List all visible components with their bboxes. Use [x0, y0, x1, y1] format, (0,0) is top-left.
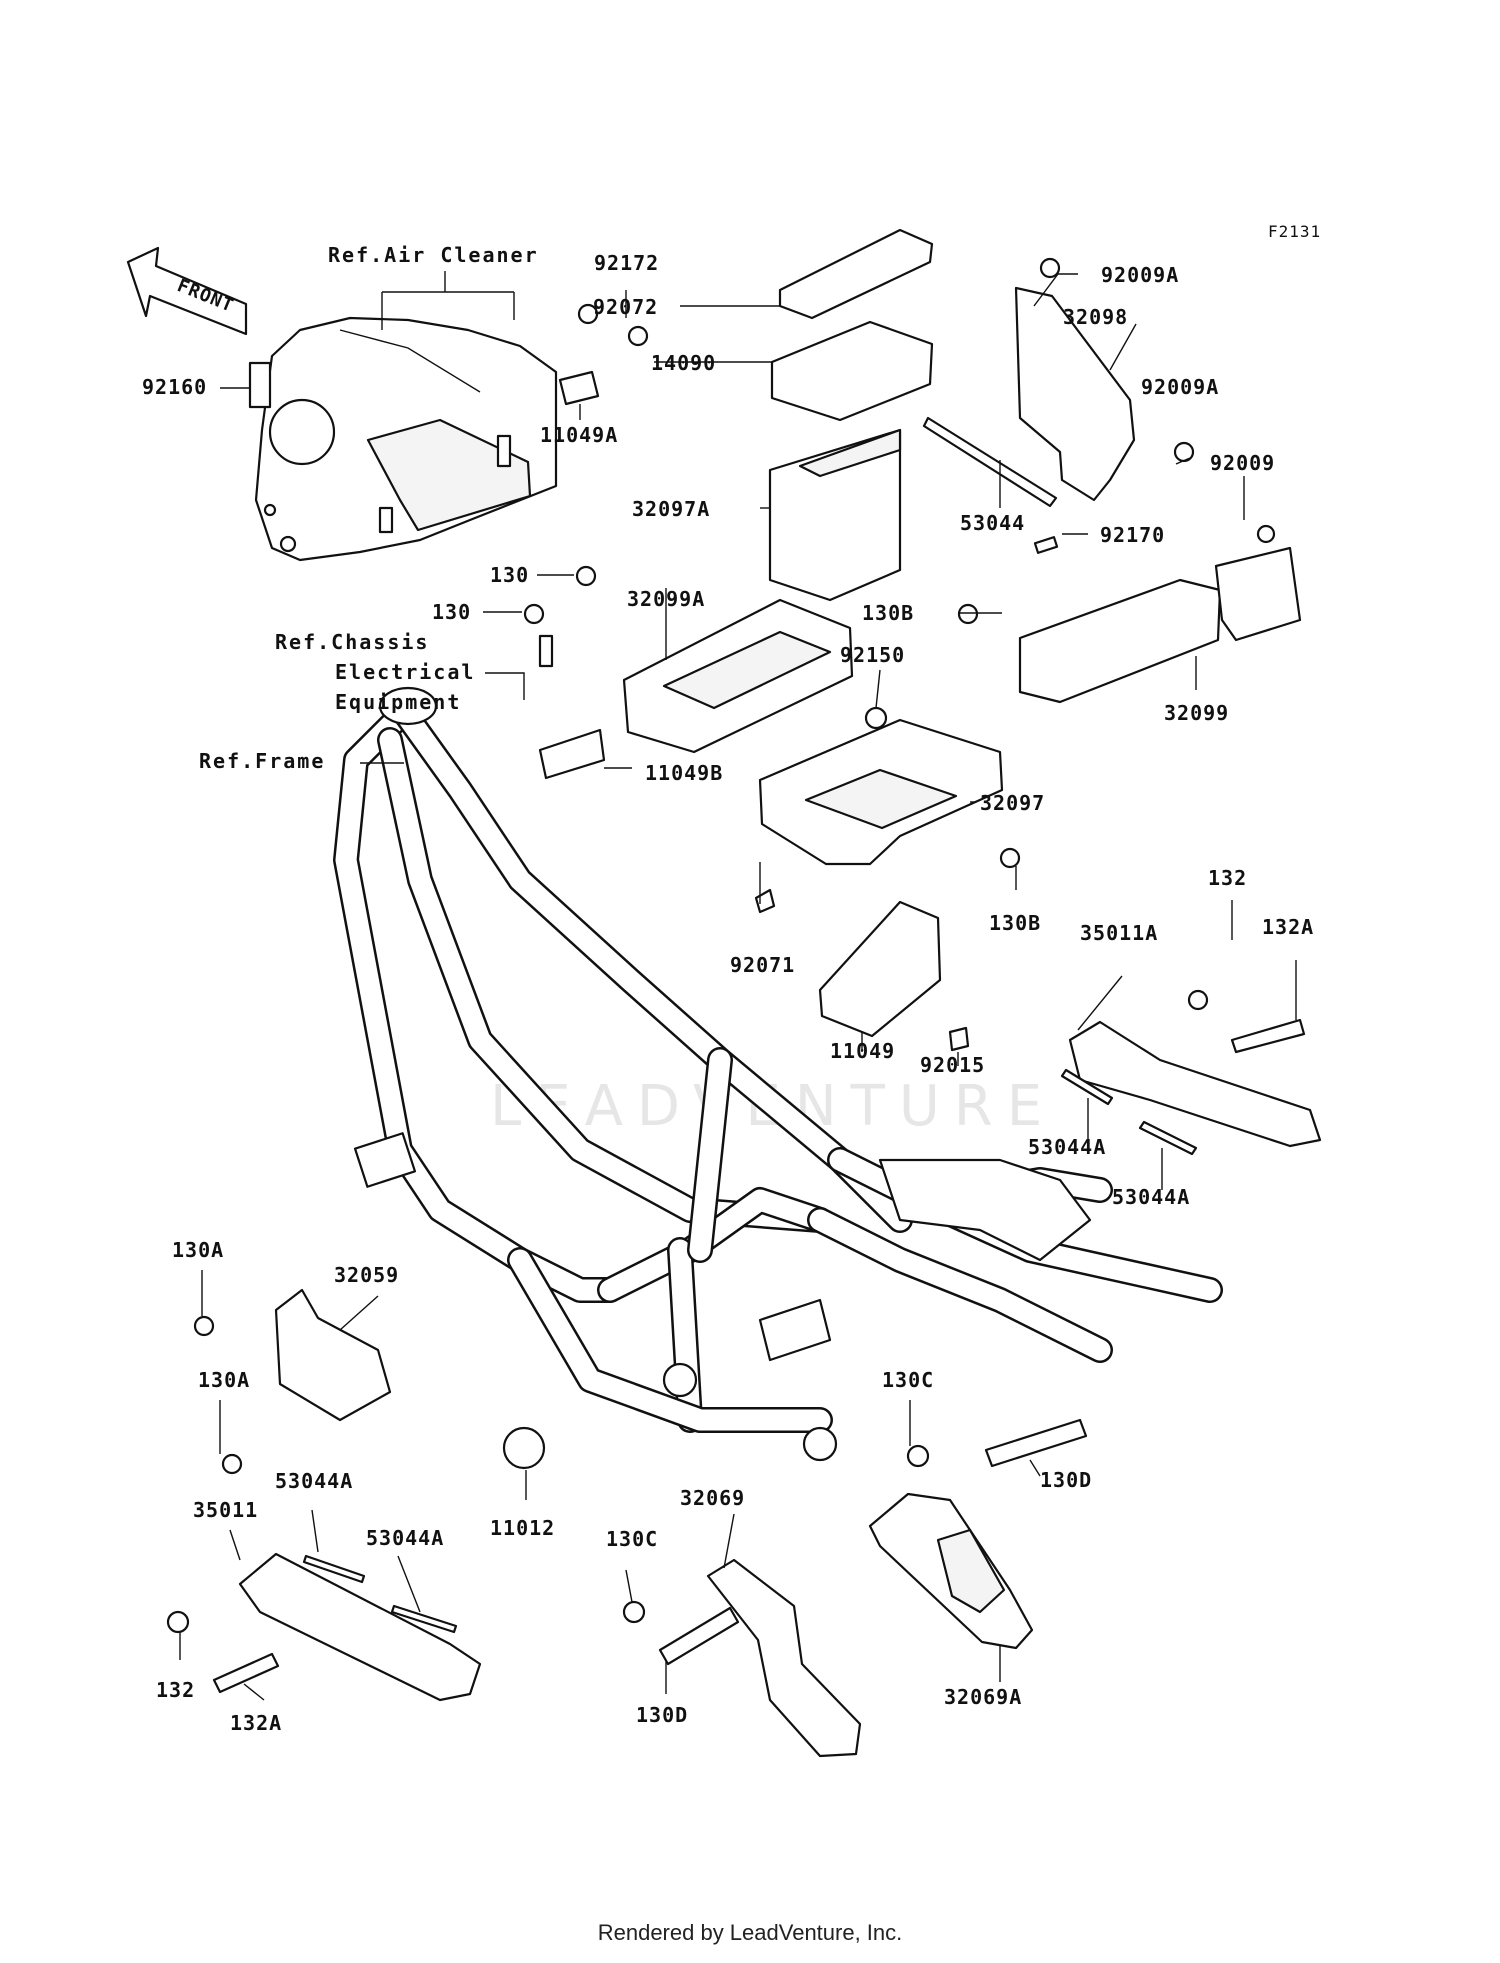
callout-label: 32097A	[632, 497, 710, 521]
callout-label: 53044A	[1028, 1135, 1106, 1159]
part-92170	[1033, 536, 1059, 554]
callout-label: 11049	[830, 1039, 895, 1063]
part-130-a	[575, 565, 597, 587]
ref-chassis-line3: Equipment	[335, 690, 461, 714]
callout-label: 130	[490, 563, 529, 587]
front-arrow-icon: FRONT	[126, 246, 248, 336]
part-53044A-right-a	[1060, 1068, 1114, 1106]
callout-label: 14090	[651, 351, 716, 375]
callout-label: 92009A	[1101, 263, 1179, 287]
callout-label: 92072	[593, 295, 658, 319]
part-92072	[778, 228, 934, 320]
ref-air-cleaner: Ref.Air Cleaner	[328, 243, 539, 267]
part-32069	[706, 1558, 862, 1758]
callout-label: 130D	[636, 1703, 688, 1727]
frame	[333, 686, 1223, 1462]
footer-credit: Rendered by LeadVenture, Inc.	[597, 1920, 903, 1945]
callout-label: 92009A	[1141, 375, 1219, 399]
part-53044	[922, 416, 1058, 508]
part-92009A-mid	[1173, 441, 1195, 463]
callout-label: 92009	[1210, 451, 1275, 475]
part-92150	[864, 706, 888, 730]
callout-label: 130B	[862, 601, 914, 625]
callout-label: 11049B	[645, 761, 723, 785]
callout-label: 32099	[1164, 701, 1229, 725]
callout-label: 11012	[490, 1516, 555, 1540]
callout-label: 92071	[730, 953, 795, 977]
part-11049B	[538, 728, 606, 780]
ref-frame: Ref.Frame	[199, 749, 325, 773]
ref-chassis-line1: Ref.Chassis	[275, 630, 429, 654]
callout-label: 32099A	[627, 587, 705, 611]
callout-label: 32069	[680, 1486, 745, 1510]
callout-label: 53044A	[275, 1469, 353, 1493]
callout-label: 130C	[606, 1527, 658, 1551]
callout-label: 132A	[1262, 915, 1314, 939]
part-32099	[1018, 578, 1222, 704]
callout-label: 53044A	[1112, 1185, 1190, 1209]
part-53044A-left-a	[302, 1554, 366, 1584]
part-132A-left	[212, 1652, 280, 1694]
part-130A-top	[193, 1315, 215, 1337]
air-cleaner-cover	[254, 316, 558, 562]
callout-label: 130C	[882, 1368, 934, 1392]
callout-label: 92015	[920, 1053, 985, 1077]
part-130B-mid	[999, 847, 1021, 869]
part-130C-top	[906, 1444, 930, 1468]
callout-label: 11049A	[540, 423, 618, 447]
callout-label: 130	[432, 600, 471, 624]
part-132A-right	[1230, 1018, 1306, 1054]
part-130B-top	[957, 603, 979, 625]
part-32059	[274, 1288, 392, 1422]
part-11049A	[558, 370, 600, 406]
part-92009A-top	[1039, 257, 1061, 279]
part-35011A	[1068, 1020, 1322, 1148]
part-53044A-left-b	[390, 1604, 458, 1634]
part-11049	[818, 900, 942, 1038]
callout-label: 53044A	[366, 1526, 444, 1550]
part-92071	[754, 888, 776, 914]
part-53044A-right-b	[1138, 1120, 1198, 1156]
callout-label: 32069A	[944, 1685, 1022, 1709]
part-92172-b	[627, 325, 649, 347]
part-92015	[948, 1026, 970, 1052]
part-11012	[502, 1426, 546, 1470]
leader-lines	[179, 271, 1297, 1701]
part-130D-bottom	[658, 1606, 740, 1666]
part-132-left	[166, 1610, 190, 1634]
callout-label: 130A	[172, 1238, 224, 1262]
part-32098	[1014, 286, 1136, 502]
callout-label: 92172	[594, 251, 659, 275]
callout-label: 32098	[1063, 305, 1128, 329]
callout-label: 132	[1208, 866, 1247, 890]
callout-label: 32059	[334, 1263, 399, 1287]
ref-chassis-line2: Electrical	[335, 660, 475, 684]
callout-label: 92170	[1100, 523, 1165, 547]
callout-label: 130A	[198, 1368, 250, 1392]
part-130C-bottom	[622, 1600, 646, 1624]
callout-label: 35011	[193, 1498, 258, 1522]
part-92009	[1256, 524, 1276, 544]
part-130A-bottom	[221, 1453, 243, 1475]
part-130-b	[523, 603, 545, 625]
figure-code: F2131	[1268, 222, 1321, 241]
callout-label: 92150	[840, 643, 905, 667]
part-14090	[770, 320, 934, 422]
callout-label: 35011A	[1080, 921, 1158, 945]
callout-label: 130D	[1040, 1468, 1092, 1492]
part-132-right	[1187, 989, 1209, 1011]
callout-label: 92160	[142, 375, 207, 399]
part-92172-a	[577, 303, 599, 325]
callout-label: 132	[156, 1678, 195, 1702]
callout-label: 32097	[980, 791, 1045, 815]
callout-label: 130B	[989, 911, 1041, 935]
part-92160	[248, 361, 272, 409]
part-35011	[238, 1552, 482, 1702]
callout-label: 53044	[960, 511, 1025, 535]
callout-label: 132A	[230, 1711, 282, 1735]
part-130D-top	[984, 1418, 1088, 1468]
